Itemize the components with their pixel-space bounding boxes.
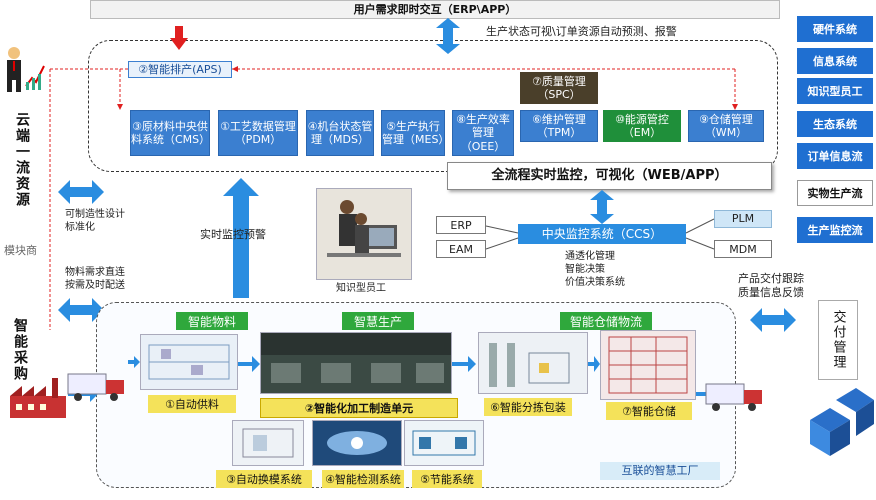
nav-order-flow[interactable]: 订单信息流 xyxy=(797,143,873,169)
auto-feeding-image xyxy=(140,334,238,390)
outbound-truck-icon xyxy=(705,383,762,411)
warehouse-icon xyxy=(810,388,874,456)
energy-saving-image xyxy=(404,420,484,466)
knowledge-worker-label: 知识型员工 xyxy=(336,283,386,294)
purchase-label: 智能采购 xyxy=(12,318,28,382)
ccs-notes: 通透化管理智能决策价值决策系统 xyxy=(565,251,625,288)
monitoring-banner: 全流程实时监控，可视化（WEB/APP） xyxy=(447,162,772,190)
inspection-image xyxy=(312,420,402,466)
red-arrow-icon xyxy=(170,26,188,50)
module-wm: ⑨仓储管理（WM） xyxy=(688,110,764,142)
nav-ecosystem[interactable]: 生态系统 xyxy=(797,111,873,137)
mdm-box: MDM xyxy=(714,240,772,258)
module-mes: ⑤生产执行管理（MES） xyxy=(381,110,449,156)
material-notes: 物料需求直连按需及时配送 xyxy=(65,267,125,291)
machining-unit-image xyxy=(260,332,452,394)
header-subtitle: 生产状态可视\订单资源自动预测、报警 xyxy=(486,25,677,38)
delivery-notes: 产品交付跟踪质量信息反馈 xyxy=(738,272,804,300)
left-double-arrow-2-icon xyxy=(58,298,104,322)
item-smart-warehouse: ⑦智能仓储 xyxy=(606,402,692,420)
factory-footer: 互联的智慧工厂 xyxy=(600,462,720,480)
ccs-arrow-icon xyxy=(590,190,614,224)
module-oee: ⑧生产效率管理（OEE） xyxy=(452,110,514,156)
nav-info[interactable]: 信息系统 xyxy=(797,48,873,74)
aps-box: ②智能排产(APS) xyxy=(128,61,232,78)
header-bar: 用户需求即时交互（ERP\APP） xyxy=(90,0,780,19)
up-arrow-icon xyxy=(223,178,259,298)
eam-box: EAM xyxy=(436,240,486,258)
nav-production-flow[interactable]: 实物生产流 xyxy=(797,180,873,206)
supplier-label: 模块商 xyxy=(4,244,37,257)
ccs-box: 中央监控系统（CCS） xyxy=(518,224,686,244)
section-warehouse: 智能仓储物流 xyxy=(560,312,652,330)
left-double-arrow-icon xyxy=(58,180,104,204)
item-die-change: ③自动换模系统 xyxy=(216,470,312,488)
module-mds: ④机台状态管理（MDS） xyxy=(306,110,374,156)
knowledge-worker-image xyxy=(316,188,412,280)
item-sorting-packing: ⑥智能分拣包装 xyxy=(484,398,572,416)
nav-hardware[interactable]: 硬件系统 xyxy=(797,16,873,42)
module-spc: ⑦质量管理（SPC） xyxy=(520,72,598,104)
module-em: ⑩能源管控（EM） xyxy=(603,110,681,142)
factory-icon xyxy=(10,378,66,418)
up-down-arrow-icon xyxy=(436,18,460,54)
module-pdm: ①工艺数据管理（PDM） xyxy=(218,110,298,156)
nav-monitor-flow[interactable]: 生产监控流 xyxy=(797,217,873,243)
realtime-alert-label: 实时监控预警 xyxy=(200,228,266,241)
plm-box: PLM xyxy=(714,210,772,228)
smart-warehouse-image xyxy=(600,330,696,400)
die-change-image xyxy=(232,420,304,466)
module-tpm: ⑥维护管理（TPM） xyxy=(520,110,598,142)
section-production: 智慧生产 xyxy=(342,312,414,330)
section-material: 智能物料 xyxy=(176,312,248,330)
management-container xyxy=(88,40,778,172)
design-notes: 可制造性设计标准化 xyxy=(65,209,125,233)
delivery-label: 交付管理 xyxy=(818,300,858,380)
item-inspection: ④智能检测系统 xyxy=(322,470,404,488)
inbound-truck-icon xyxy=(67,373,124,401)
item-machining-unit: ②智能化加工制造单元 xyxy=(260,398,458,418)
item-energy-saving: ⑤节能系统 xyxy=(412,470,482,488)
person-chart-icon xyxy=(7,47,45,92)
right-double-arrow-icon xyxy=(750,308,796,332)
module-cms: ③原材料中央供料系统（CMS） xyxy=(130,110,210,156)
erp-box: ERP xyxy=(436,216,486,234)
sorting-packing-image xyxy=(478,332,588,394)
cloud-resources-label: 云端一流资源 xyxy=(14,112,30,208)
nav-knowledge[interactable]: 知识型员工 xyxy=(797,78,873,104)
item-auto-feeding: ①自动供料 xyxy=(148,395,236,413)
